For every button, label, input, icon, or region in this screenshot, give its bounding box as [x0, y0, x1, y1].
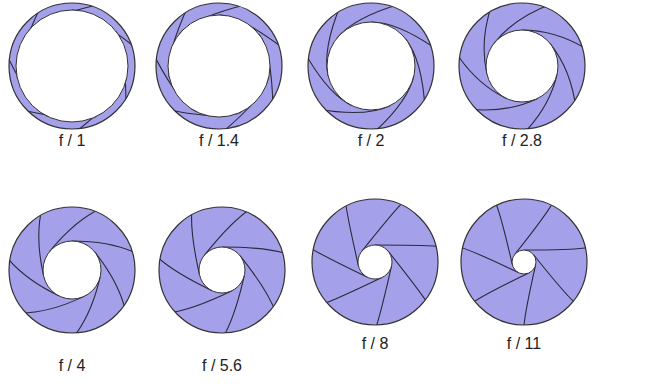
- aperture-diaphragm: [151, 3, 286, 135]
- blade-edge: [362, 200, 406, 252]
- diaphragm-body: [461, 199, 587, 325]
- aperture-opening: [168, 15, 270, 117]
- blade-edge: [524, 247, 592, 250]
- aperture-diaphragm: [303, 3, 438, 135]
- aperture-opening: [512, 250, 536, 274]
- blade-edge: [515, 200, 555, 255]
- aperture-diaphragm: [456, 199, 591, 331]
- aperture-opening: [43, 241, 101, 299]
- aperture-opening: [327, 22, 415, 110]
- blade-edge: [533, 255, 578, 306]
- blade-edge: [168, 291, 232, 313]
- f-number-label: f / 2: [358, 132, 385, 150]
- blade-edge: [192, 207, 200, 275]
- diaphragm-body: [459, 3, 585, 129]
- blade-edge: [321, 277, 383, 305]
- blade-edge: [494, 199, 512, 264]
- aperture-opening: [16, 10, 128, 122]
- f-number-label: f / 1.4: [199, 132, 239, 150]
- diaphragm-body: [9, 3, 135, 129]
- aperture-diaphragm: [454, 3, 589, 135]
- f-number-label: f / 1: [59, 132, 86, 150]
- aperture-opening: [358, 245, 392, 279]
- diaphragm-body: [312, 199, 438, 325]
- f-number-label: f / 5.6: [202, 357, 242, 375]
- blade-edge: [345, 199, 358, 265]
- aperture-diaphragm: [4, 3, 139, 135]
- f-number-label: f / 2.8: [502, 132, 542, 150]
- aperture-diaphragm: [4, 207, 139, 339]
- blade-edge: [388, 251, 429, 305]
- diaphragm-body: [308, 3, 434, 129]
- diaphragm-body: [156, 3, 282, 129]
- diaphragm-body: [159, 207, 285, 333]
- blade-edge: [470, 273, 530, 305]
- f-number-label: f / 4: [59, 357, 86, 375]
- blade-edge: [240, 256, 276, 314]
- aperture-opening: [486, 30, 558, 102]
- aperture-diaphragm: [154, 207, 289, 339]
- blade-edge: [375, 245, 443, 247]
- aperture-opening: [199, 247, 245, 293]
- aperture-diaphragm: [307, 199, 442, 331]
- diaphragm-body: [9, 207, 135, 333]
- f-number-label: f / 8: [362, 335, 389, 353]
- f-number-label: f / 11: [507, 335, 541, 353]
